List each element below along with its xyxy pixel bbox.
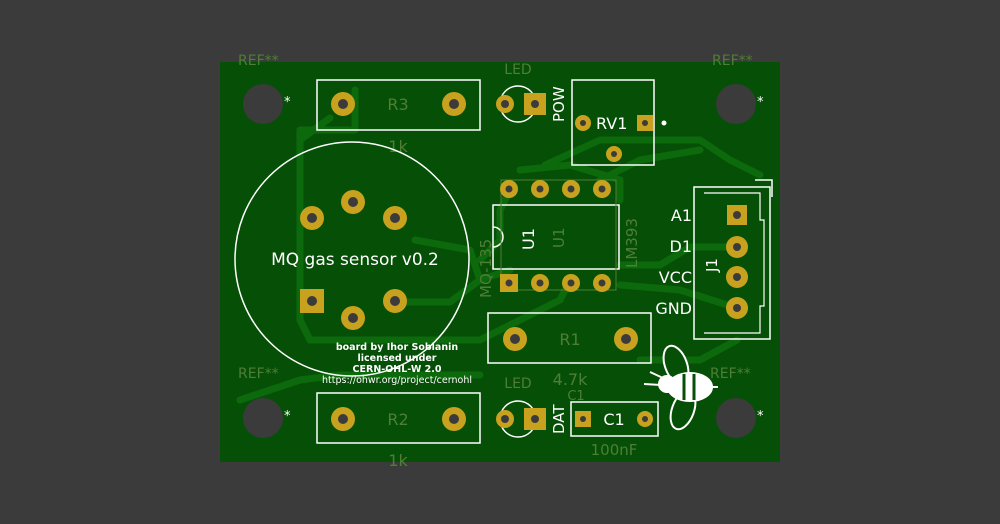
connector-j1: J1 A1 D1 VCC GND bbox=[655, 179, 773, 340]
pin-label-a1: A1 bbox=[671, 206, 692, 225]
mounting-hole bbox=[716, 398, 756, 438]
credit-line: https://ohwr.org/project/cernohl bbox=[322, 375, 472, 386]
r1-value: 4.7k bbox=[553, 370, 588, 389]
mounting-hole-ref: REF** bbox=[712, 53, 753, 69]
rv1-ref: RV1 bbox=[596, 114, 627, 133]
led-data-fab: LED bbox=[504, 376, 531, 392]
svg-text:*: * bbox=[284, 409, 291, 424]
ic-u1: U1 U1 LM393 bbox=[492, 179, 641, 292]
c1-ref: C1 bbox=[603, 410, 624, 429]
c1-ref-fab: C1 bbox=[567, 389, 584, 404]
led-data-label: DAT bbox=[550, 404, 568, 434]
r3-ref: R3 bbox=[387, 95, 408, 114]
svg-text:*: * bbox=[284, 95, 291, 110]
mounting-hole-ref: REF** bbox=[710, 366, 751, 382]
credit-line: board by Ihor Soblanin bbox=[336, 342, 459, 353]
board-credits: board by Ihor Soblanin licensed under CE… bbox=[322, 342, 472, 386]
trimmer-rv1: RV1 bbox=[571, 79, 667, 166]
u1-value: LM393 bbox=[623, 218, 641, 268]
copper-traces bbox=[236, 86, 764, 404]
j1-ref: J1 bbox=[703, 258, 721, 273]
led-data: LED DAT bbox=[496, 376, 568, 438]
credit-line: CERN-OHL-W 2.0 bbox=[353, 364, 442, 375]
mounting-hole bbox=[243, 398, 283, 438]
u1-ref: U1 bbox=[519, 228, 538, 250]
mq-sensor: MQ-135 bbox=[234, 141, 495, 377]
led-power-label: POW bbox=[550, 86, 568, 122]
u1-ref-fab: U1 bbox=[550, 227, 568, 248]
mounting-hole-labels: REF** REF** REF** REF** bbox=[238, 53, 753, 382]
mounting-hole-ref: REF** bbox=[238, 366, 279, 382]
mounting-hole bbox=[243, 84, 283, 124]
svg-text:*: * bbox=[757, 409, 764, 424]
mq-fab-value: MQ-135 bbox=[477, 239, 495, 298]
capacitor-c1: C1 C1 100nF bbox=[567, 389, 659, 459]
credit-line: licensed under bbox=[357, 353, 436, 364]
mounting-holes bbox=[243, 84, 756, 438]
r2-value: 1k bbox=[388, 451, 408, 470]
r3-value: 1k bbox=[388, 137, 408, 156]
pin-label-vcc: VCC bbox=[659, 268, 692, 287]
led-power-fab: LED bbox=[504, 62, 531, 78]
r1-ref: R1 bbox=[559, 330, 580, 349]
c1-value: 100nF bbox=[591, 441, 638, 459]
mounting-hole-ref: REF** bbox=[238, 53, 279, 69]
bee-logo-icon bbox=[643, 344, 718, 431]
pin-label-d1: D1 bbox=[670, 237, 693, 256]
svg-text:*: * bbox=[757, 95, 764, 110]
pin-label-gnd: GND bbox=[655, 299, 692, 318]
resistor-r1: R1 4.7k bbox=[487, 312, 652, 389]
resistor-r2: R2 1k bbox=[316, 392, 481, 470]
r2-ref: R2 bbox=[387, 410, 408, 429]
board-title: MQ gas sensor v0.2 bbox=[271, 250, 439, 270]
resistor-r3: R3 1k bbox=[316, 79, 481, 156]
mounting-hole bbox=[716, 84, 756, 124]
led-power: LED POW bbox=[496, 62, 568, 123]
